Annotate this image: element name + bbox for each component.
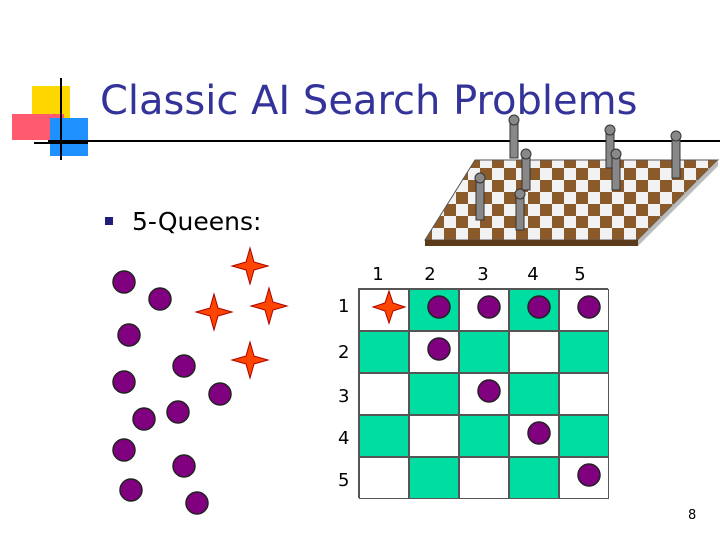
star-icon xyxy=(194,292,234,332)
board-cell xyxy=(459,415,509,457)
row-label: 5 xyxy=(338,470,350,491)
queen-icon xyxy=(112,438,136,462)
row-label: 4 xyxy=(338,428,350,449)
row-label: 3 xyxy=(338,386,350,407)
board-cell xyxy=(559,373,609,415)
board-cell xyxy=(359,457,409,499)
board-cell xyxy=(359,331,409,373)
queen-icon xyxy=(427,295,451,319)
star-icon xyxy=(371,289,407,325)
star-icon xyxy=(230,340,270,380)
queen-icon xyxy=(577,295,601,319)
queen-icon xyxy=(427,337,451,361)
queen-icon xyxy=(132,407,156,431)
scattered-stars xyxy=(194,246,289,380)
queen-icon xyxy=(172,454,196,478)
queen-icon xyxy=(166,400,190,424)
logo-decoration xyxy=(10,78,90,163)
queen-icon xyxy=(117,323,141,347)
queen-icon xyxy=(112,370,136,394)
column-label: 3 xyxy=(477,264,489,285)
board-cell xyxy=(359,373,409,415)
title-rule xyxy=(48,140,720,142)
star-icon xyxy=(230,246,270,286)
board-cell xyxy=(359,289,409,331)
bullet-text: 5-Queens: xyxy=(132,207,262,236)
scattered-queens xyxy=(112,270,232,515)
board-cell xyxy=(409,457,459,499)
board-cell xyxy=(509,373,559,415)
queen-icon xyxy=(172,354,196,378)
slide-title: Classic AI Search Problems xyxy=(100,78,638,124)
queen-icon xyxy=(477,379,501,403)
queen-icon xyxy=(477,295,501,319)
board-cell xyxy=(459,331,509,373)
board-cell xyxy=(409,415,459,457)
queen-icon xyxy=(185,491,209,515)
queen-icon xyxy=(148,287,172,311)
board-cell xyxy=(359,415,409,457)
board-cell xyxy=(509,331,559,373)
board-cell xyxy=(509,457,559,499)
page-number: 8 xyxy=(688,508,697,523)
queen-icon xyxy=(577,463,601,487)
column-label: 1 xyxy=(372,264,384,285)
row-label: 1 xyxy=(338,296,350,317)
queen-icon xyxy=(119,478,143,502)
bullet-icon xyxy=(105,217,113,225)
column-label: 4 xyxy=(527,264,539,285)
queen-icon xyxy=(112,270,136,294)
board-cell xyxy=(459,457,509,499)
queen-icon xyxy=(527,295,551,319)
board-cell xyxy=(559,331,609,373)
star-icon xyxy=(249,286,289,326)
board-cell xyxy=(409,373,459,415)
column-label: 5 xyxy=(574,264,586,285)
queen-icon xyxy=(527,421,551,445)
row-label: 2 xyxy=(338,342,350,363)
queen-icon xyxy=(208,382,232,406)
column-label: 2 xyxy=(424,264,436,285)
board-cell xyxy=(559,415,609,457)
